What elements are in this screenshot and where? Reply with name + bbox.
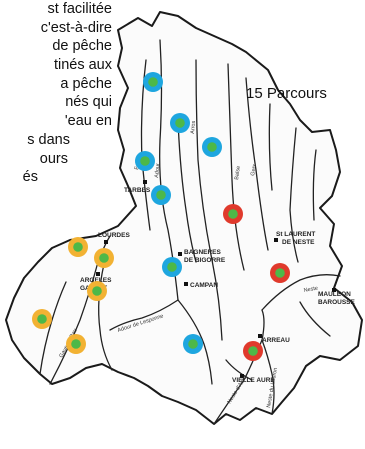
town-label-st-laurent: St LAURENT	[276, 231, 315, 238]
town-label-tarbes: TARBES	[124, 187, 151, 194]
side-text-line: de pêche	[52, 38, 112, 55]
course-marker-center	[175, 118, 185, 128]
river-baisole	[268, 103, 273, 191]
course-marker-center	[156, 190, 166, 200]
town-marker-vielle-aure	[240, 374, 244, 378]
side-text-line: 'eau en	[64, 113, 112, 130]
river-adour-lesponne	[109, 299, 179, 331]
town-label-neste: DE NESTE	[282, 239, 315, 246]
river-gave-cauterets	[39, 281, 67, 375]
fishing-course-markers	[32, 72, 290, 361]
town-labels: TARBES LOURDES ARGELES GAZOST BAGNERES D…	[80, 187, 356, 384]
town-marker-st-laurent	[274, 238, 278, 242]
town-marker-tarbes	[143, 180, 147, 184]
river-label-arros: Arros	[190, 120, 197, 134]
side-paragraph: st facilitée c'est-à-dire de pêche tinés…	[0, 0, 112, 187]
side-text-line: és	[22, 169, 38, 186]
course-marker-center	[248, 346, 258, 356]
town-marker-lourdes	[104, 240, 108, 244]
town-label-mauleon: MAULEON	[318, 291, 351, 298]
town-marker-arreau	[258, 334, 262, 338]
river-tributary-2	[225, 359, 253, 381]
river-arros	[195, 59, 223, 341]
course-marker-center	[99, 253, 109, 263]
course-marker-center	[188, 339, 198, 349]
side-text-line: s dans	[27, 131, 70, 148]
river-label-adour: Adour	[154, 163, 162, 178]
river-gesse	[312, 149, 317, 221]
course-marker-center	[92, 286, 102, 296]
river-alaric	[177, 119, 197, 263]
town-label-campan: CAMPAN	[190, 282, 218, 289]
river-neste-louron	[261, 339, 275, 415]
river-adour-gripp	[177, 299, 213, 385]
town-marker-argeles	[96, 272, 100, 276]
town-marker-mauleon	[332, 288, 336, 292]
side-text-line: ours	[39, 150, 68, 167]
town-label-argeles: ARGELES	[80, 277, 112, 284]
town-marker-campan	[184, 282, 188, 286]
course-marker-center	[148, 77, 158, 87]
river-neste	[261, 274, 341, 311]
river-gers	[245, 77, 269, 251]
course-marker-center	[275, 268, 285, 278]
river-label-gers: Gers	[250, 163, 258, 176]
side-text-line: c'est-à-dire	[40, 19, 112, 36]
town-marker-bagneres	[178, 252, 182, 256]
side-text-line: nés qui	[65, 94, 112, 111]
course-marker-center	[207, 142, 217, 152]
river-baise	[227, 63, 245, 271]
town-markers	[96, 180, 336, 378]
course-marker-center	[71, 339, 81, 349]
side-text-line: tinés aux	[53, 57, 112, 74]
river-label-baise: Baïse	[234, 166, 242, 181]
side-text-line: a pêche	[60, 75, 112, 92]
town-label-arreau: ARREAU	[262, 337, 290, 344]
town-label-bagneres: BAGNERES	[184, 249, 222, 256]
river-tributary-3	[299, 301, 331, 337]
river-label-neste: Neste	[303, 286, 318, 294]
town-label-lourdes: LOURDES	[98, 232, 130, 239]
town-label-bigorre: DE BIGORRE	[184, 257, 226, 264]
course-marker-center	[140, 156, 150, 166]
river-save	[289, 127, 299, 263]
course-marker-center	[73, 242, 83, 252]
department-outline	[5, 11, 363, 425]
course-marker-center	[37, 314, 47, 324]
course-marker-center	[167, 262, 177, 272]
side-text-line: st facilitée	[47, 1, 112, 17]
river-neste-aure	[213, 309, 265, 425]
parcours-count-label: 15 Parcours	[246, 85, 327, 102]
town-label-barousse: BAROUSSE	[318, 299, 356, 306]
town-label-vielle-aure: VIELLE AURE	[232, 377, 275, 384]
river-network	[39, 39, 341, 425]
course-marker-center	[228, 209, 238, 219]
